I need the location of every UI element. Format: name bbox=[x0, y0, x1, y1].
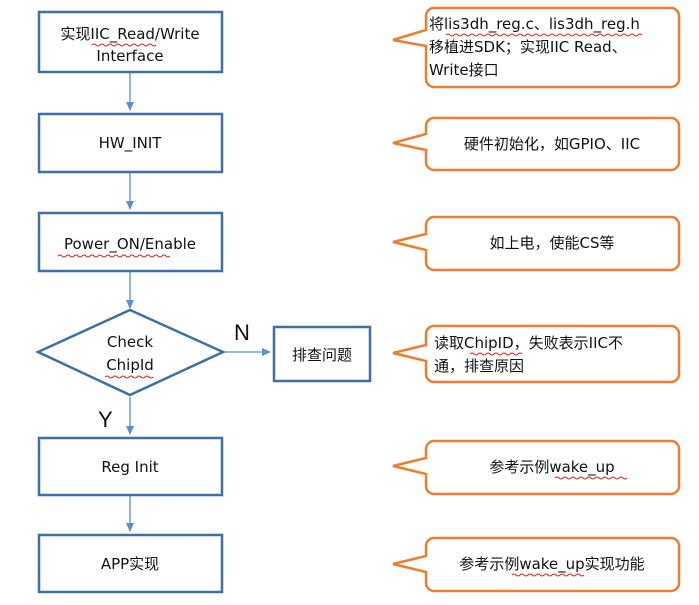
note-power-on-line-1: 如上电，使能CS等 bbox=[490, 234, 615, 252]
squiggle-iic-read bbox=[91, 43, 157, 47]
step-app-box bbox=[37, 533, 224, 594]
step-reg-init-box bbox=[37, 436, 224, 497]
step-power-on-label: Power_ON/Enable bbox=[64, 235, 196, 254]
step-app-label: APP实现 bbox=[101, 555, 159, 573]
squiggle-wake-up-1 bbox=[554, 476, 628, 480]
step-hw-init-label: HW_INIT bbox=[99, 134, 163, 153]
step-iic-box bbox=[37, 10, 224, 74]
note-reg-init-bubble bbox=[392, 439, 681, 496]
note-chipid-line-2: 通，排查原因 bbox=[434, 357, 524, 375]
note-app-bubble bbox=[392, 536, 681, 593]
note-iic-line-1: 将lis3dh_reg.c、lis3dh_reg.h bbox=[429, 15, 640, 34]
squiggle-power-on bbox=[57, 254, 171, 258]
squiggle-wake-up-2 bbox=[511, 573, 585, 577]
step-check-chipid-label-2: ChipId bbox=[106, 356, 154, 374]
squiggle-chipid bbox=[104, 375, 154, 379]
branch-no-label: N bbox=[234, 320, 250, 345]
note-app-line-1: 参考示例wake_up实现功能 bbox=[459, 555, 644, 574]
squiggle-chipid-note bbox=[469, 352, 523, 356]
step-troubleshoot-label: 排查问题 bbox=[292, 346, 352, 364]
note-chipid-line-1: 读取ChipID，失败表示IIC不 bbox=[434, 334, 623, 352]
note-iic-bubble bbox=[392, 6, 681, 89]
note-iic-line-3: Write接口 bbox=[429, 61, 499, 79]
step-reg-init-label: Reg Init bbox=[101, 458, 158, 476]
connectors bbox=[126, 73, 271, 532]
step-power-on-box bbox=[37, 211, 224, 273]
note-hw-init-line-1: 硬件初始化，如GPIO、IIC bbox=[464, 135, 640, 153]
callouts bbox=[392, 6, 681, 593]
process-nodes: 实现IIC_Read/Write Interface HW_INIT Power… bbox=[35, 10, 372, 594]
note-power-on-bubble bbox=[392, 215, 681, 272]
note-chipid-bubble bbox=[392, 324, 681, 384]
step-iic-label-1: 实现IIC_Read/Write bbox=[60, 25, 199, 44]
branch-yes-label: Y bbox=[98, 407, 113, 432]
step-check-chipid-label-1: Check bbox=[107, 333, 153, 351]
note-reg-init-line-1: 参考示例wake_up bbox=[489, 458, 614, 477]
note-iic-line-2: 移植进SDK；实现IIC Read、 bbox=[429, 38, 627, 56]
note-hw-init-bubble bbox=[392, 116, 681, 172]
step-check-chipid-diamond bbox=[35, 308, 227, 397]
squiggle-lis3dh bbox=[445, 33, 643, 37]
step-hw-init-box bbox=[37, 112, 224, 174]
spellcheck-underlines bbox=[57, 33, 643, 577]
step-iic-label-2: Interface bbox=[96, 47, 163, 65]
step-troubleshoot-box bbox=[272, 325, 372, 383]
callout-texts: 将lis3dh_reg.c、lis3dh_reg.h 移植进SDK；实现IIC … bbox=[429, 15, 645, 574]
